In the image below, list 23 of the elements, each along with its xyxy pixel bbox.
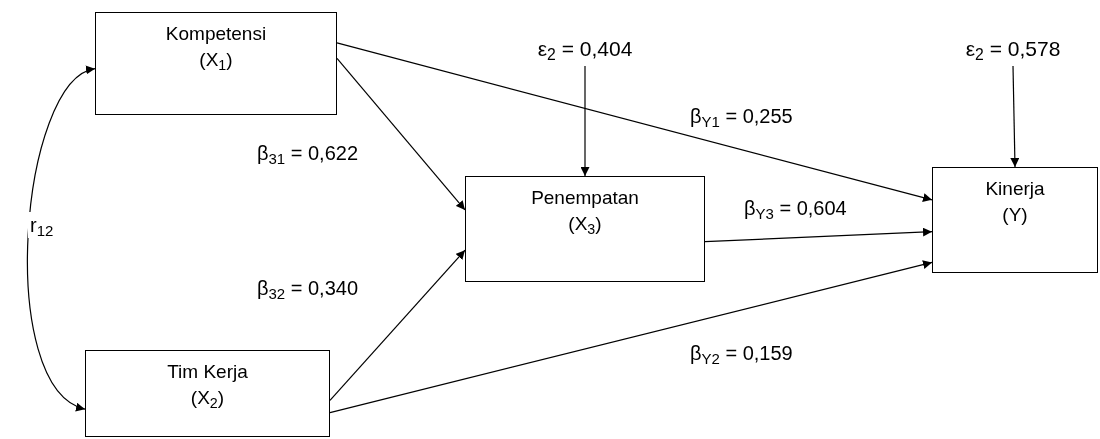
variable-name: Penempatan [531,186,639,210]
variable-box [465,176,705,282]
variable-name: Kompetensi [165,22,267,46]
edge-label: r$_{12}$ [28,212,56,238]
arrow [329,249,466,402]
arrow [1010,65,1020,168]
arrow [329,260,933,414]
arrow [704,227,933,243]
variable-box [932,167,1098,273]
arrow [336,57,466,211]
variable-symbol: (X$_{3}$) [568,212,602,237]
error-value: ε$_{2}$ = 0,578 [965,36,1061,63]
arrow [580,65,590,177]
error-value: ε$_{2}$ = 0,404 [537,36,633,63]
variable-symbol: (X$_{2}$) [190,386,225,411]
variable-symbol: (X$_{1}$) [199,48,233,73]
curved-arrow [27,68,96,410]
variable-box [95,12,337,115]
variable-name: Tim Kerja [167,360,248,384]
variable-box [85,350,330,437]
arrow [336,42,933,202]
variable-name: Kinerja [985,177,1045,201]
variable-symbol: (Y) [1002,203,1028,227]
